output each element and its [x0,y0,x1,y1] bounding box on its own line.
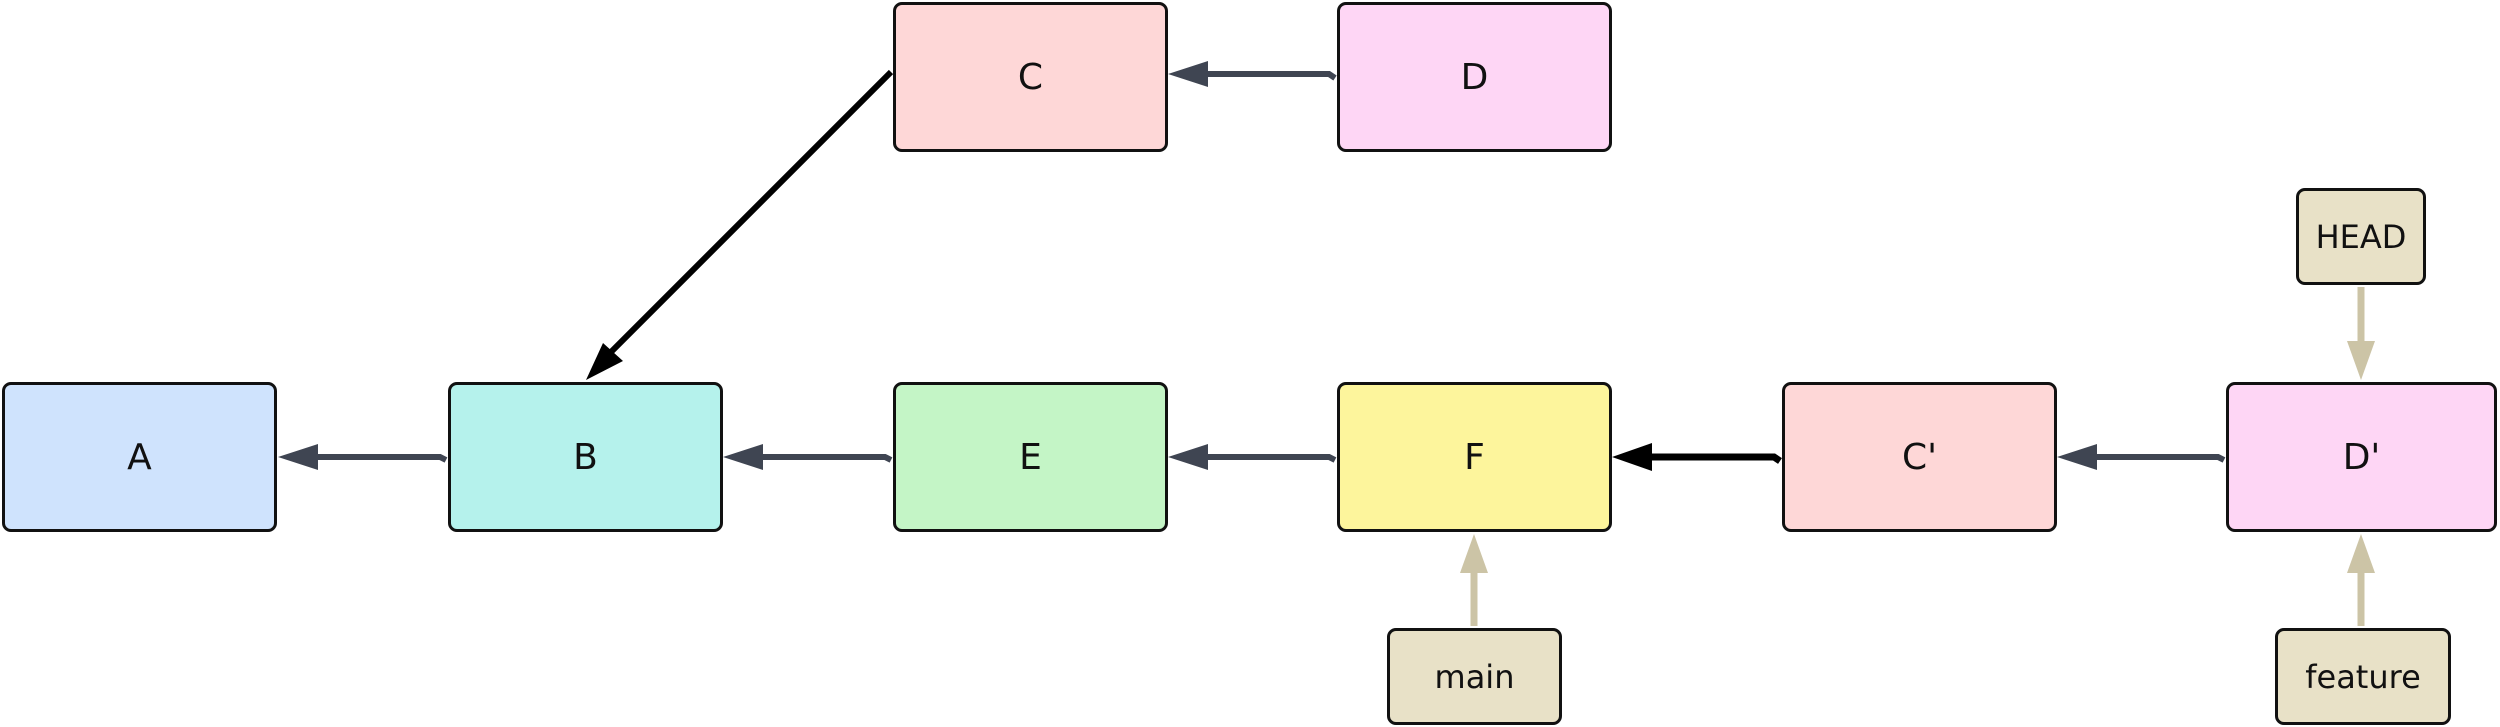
commit-e-node[interactable]: E [893,382,1168,532]
edge-c-to-b [608,69,894,355]
edge-d-to-c-arrowhead [1168,61,1208,87]
edge-e-to-b [763,454,893,463]
ref-feature-label: feature [2305,657,2421,696]
ref-main-label: main [1434,657,1515,696]
edge-b-to-a-arrowhead [278,444,318,470]
commit-d-prime-label: D' [2342,436,2381,478]
edge-f-to-e-arrowhead [1168,444,1208,470]
commit-f-label: F [1464,436,1485,478]
commit-d-label: D [1460,56,1489,98]
edge-dprime-to-cprime-arrowhead [2057,444,2097,470]
edge-head-to-dprime-arrowhead [2347,341,2375,380]
commit-c-node[interactable]: C [893,2,1168,152]
edge-feature-to-dprime-arrowhead [2347,534,2375,573]
commit-a-node[interactable]: A [2,382,277,532]
edge-b-to-a [318,454,448,463]
edge-e-to-b-arrowhead [723,444,763,470]
commit-c-prime-label: C' [1901,436,1938,478]
edge-main-to-f-arrowhead [1460,534,1488,573]
edge-cprime-to-f [1652,453,1782,464]
commit-b-label: B [573,436,598,478]
commit-b-node[interactable]: B [448,382,723,532]
ref-feature-node[interactable]: feature [2275,628,2451,725]
commit-d-prime-node[interactable]: D' [2226,382,2497,532]
ref-head-label: HEAD [2315,217,2407,256]
ref-main-node[interactable]: main [1387,628,1562,725]
commit-e-label: E [1019,436,1042,478]
commit-a-label: A [127,436,152,478]
commit-c-prime-node[interactable]: C' [1782,382,2057,532]
edge-f-to-e [1208,454,1337,463]
edge-dprime-to-cprime [2097,454,2226,463]
edge-d-to-c [1208,71,1337,81]
edge-c-to-b-arrowhead [586,343,623,380]
edge-cprime-to-f-arrowhead [1612,443,1652,471]
commit-d-node[interactable]: D [1337,2,1612,152]
ref-head-node[interactable]: HEAD [2296,188,2426,285]
commit-f-node[interactable]: F [1337,382,1612,532]
commit-c-label: C [1017,56,1044,98]
